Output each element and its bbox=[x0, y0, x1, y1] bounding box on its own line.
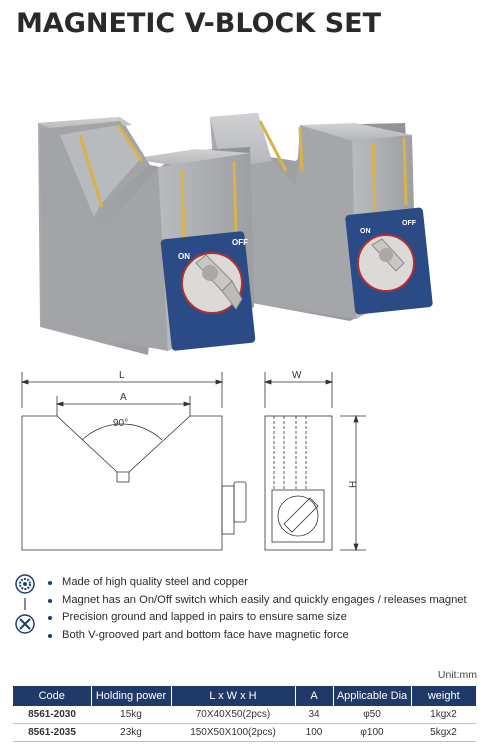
table-header-row: Code Holding power L x W x H A Applicabl… bbox=[13, 686, 476, 706]
col-header-weight: weight bbox=[410, 686, 476, 706]
switch-off-label: OFF bbox=[232, 238, 248, 247]
cell-a: 34 bbox=[295, 706, 333, 724]
v-block-right: ON OFF bbox=[210, 113, 433, 321]
switch-on-label: ON bbox=[178, 252, 190, 261]
feature-item: Precision ground and lapped in pairs to … bbox=[48, 609, 467, 627]
feature-icons bbox=[15, 574, 35, 634]
feature-list: Made of high quality steel and copper Ma… bbox=[48, 574, 467, 644]
cell-holding-power: 15kg bbox=[91, 706, 171, 724]
cell-weight: 5kgx2 bbox=[411, 723, 476, 742]
cell-code: 8561-2035 bbox=[13, 723, 91, 742]
dim-A-label: A bbox=[120, 392, 127, 403]
col-header-dimensions: L x W x H bbox=[170, 686, 295, 706]
cell-dimensions: 70X40X50(2pcs) bbox=[171, 706, 295, 724]
feature-item: Made of high quality steel and copper bbox=[48, 574, 467, 592]
spec-table: Code Holding power L x W x H A Applicabl… bbox=[13, 686, 476, 742]
dim-W-label: W bbox=[292, 370, 302, 381]
svg-text:OFF: OFF bbox=[402, 220, 417, 227]
v-block-left: ON OFF bbox=[38, 117, 256, 355]
tools-icon bbox=[15, 614, 35, 634]
cell-holding-power: 23kg bbox=[91, 723, 171, 742]
cell-applicable-dia: φ50 bbox=[333, 706, 411, 724]
dim-H-label: H bbox=[348, 481, 359, 488]
unit-label: Unit:mm bbox=[437, 669, 477, 681]
cell-code: 8561-2030 bbox=[13, 706, 91, 724]
page-title: MAGNETIC V-BLOCK SET bbox=[16, 8, 382, 39]
table-row: 8561-2030 15kg 70X40X50(2pcs) 34 φ50 1kg… bbox=[13, 706, 476, 724]
cell-dimensions: 150X50X100(2pcs) bbox=[171, 723, 295, 742]
feature-item: Magnet has an On/Off switch which easily… bbox=[48, 592, 467, 610]
col-header-a: A bbox=[294, 686, 333, 706]
cell-weight: 1kgx2 bbox=[411, 706, 476, 724]
gear-icon bbox=[15, 574, 35, 594]
col-header-code: Code bbox=[13, 686, 91, 706]
cell-a: 100 bbox=[295, 723, 333, 742]
table-row: 8561-2035 23kg 150X50X100(2pcs) 100 φ100… bbox=[13, 723, 476, 742]
svg-text:ON: ON bbox=[360, 228, 371, 235]
cell-applicable-dia: φ100 bbox=[333, 723, 411, 742]
product-photo: ON OFF ON OFF bbox=[38, 113, 433, 355]
angle-label: 90° bbox=[113, 418, 128, 429]
dim-L-label: L bbox=[119, 370, 125, 381]
col-header-holding-power: Holding power bbox=[90, 686, 171, 706]
technical-drawing: L A 90° W H bbox=[20, 370, 366, 552]
features-section: Made of high quality steel and copper Ma… bbox=[10, 574, 480, 654]
col-header-applicable-dia: Applicable Dia bbox=[332, 686, 411, 706]
feature-item: Both V-grooved part and bottom face have… bbox=[48, 627, 467, 645]
